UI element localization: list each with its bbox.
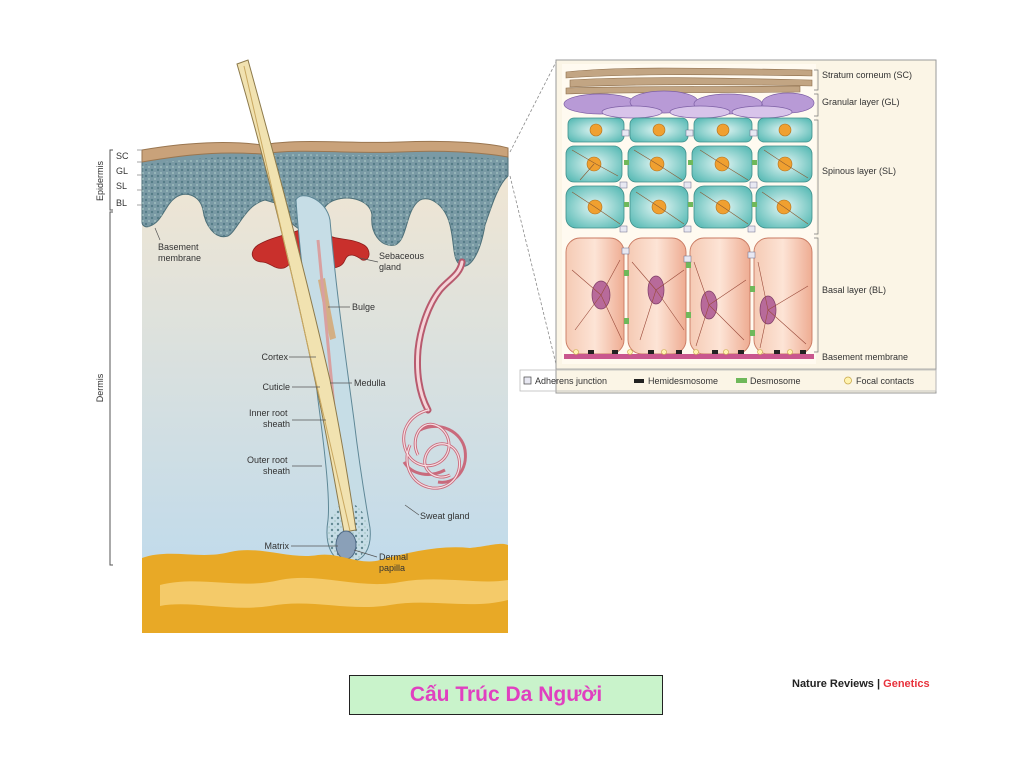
callout-basement-membrane: Basement membrane <box>158 242 201 263</box>
legend-item-desmosome: Desmosome <box>736 376 801 386</box>
dermal-papilla-shape <box>335 530 357 560</box>
inset-label-stratum-corneum: Stratum corneum (SC) <box>822 70 912 80</box>
inset-label-spinous-layer: Spinous layer (SL) <box>822 166 896 176</box>
source-credit: Nature Reviews | Genetics <box>792 678 930 690</box>
credit-source: Nature Reviews <box>792 678 874 690</box>
legend-item-focal-contacts: Focal contacts <box>844 376 915 386</box>
svg-text:Hemidesmosome: Hemidesmosome <box>648 376 718 386</box>
desmosome-swatch <box>736 378 747 383</box>
inset-adherens-junctions <box>619 129 758 263</box>
inset-granular-layer <box>563 90 815 119</box>
sweat-gland-duct-inner <box>416 260 464 412</box>
inset-spinous-filaments <box>571 149 809 225</box>
callout-medulla: Medulla <box>354 378 386 388</box>
callout-cuticle: Cuticle <box>262 382 290 392</box>
callout-outer-root-sheath: Outer root sheath <box>247 455 290 476</box>
subcutaneous-fat-highlight <box>160 577 508 608</box>
inset-basal-filaments <box>571 259 809 349</box>
hair-medulla-line <box>243 65 351 532</box>
inset-label-basement-membrane: Basement membrane <box>822 352 908 362</box>
legend-item-hemidesmosome: Hemidesmosome <box>634 376 718 386</box>
callout-cortex: Cortex <box>261 352 288 362</box>
dermis-bracket <box>109 211 113 566</box>
epidermis-label: Epidermis <box>95 160 105 201</box>
callout-leaders <box>154 227 420 558</box>
svg-text:Adherens junction: Adherens junction <box>535 376 607 386</box>
epidermis-bracket <box>109 149 113 211</box>
callout-dermal-papilla: Dermal papilla <box>379 552 411 573</box>
sweat-gland-coil-highlight <box>403 409 461 489</box>
inset-hemidesmosomes <box>588 350 806 354</box>
callout-matrix: Matrix <box>265 541 290 551</box>
callout-bulge: Bulge <box>352 302 375 312</box>
focal-contacts-swatch <box>844 376 852 385</box>
callout-sebaceous-gland: Sebaceous gland <box>379 251 427 272</box>
callout-inner-root-sheath: Inner root sheath <box>249 408 290 429</box>
legend-frame <box>519 369 937 392</box>
svg-text:Focal contacts: Focal contacts <box>856 376 915 386</box>
layer-label-bl: BL <box>116 198 127 208</box>
inset-basement-membrane <box>564 354 814 359</box>
epidermis-layer-ticks <box>137 149 142 206</box>
hemidesmosome-swatch <box>634 379 644 383</box>
credit-separator: | <box>873 678 884 690</box>
adherens-junction-swatch <box>523 376 532 385</box>
inset-legend: Adherens junction Hemidesmosome Desmosom… <box>519 368 937 392</box>
inset-layer-ticks <box>814 69 819 353</box>
epidermis-texture <box>142 154 508 267</box>
layer-label-sc: SC <box>116 151 129 161</box>
credit-journal: Genetics <box>883 678 930 690</box>
layer-label-sl: SL <box>116 181 127 191</box>
inset-label-basal-layer: Basal layer (BL) <box>822 285 886 295</box>
legend-item-adherens-junction: Adherens junction <box>523 376 607 386</box>
callout-sweat-gland: Sweat gland <box>420 511 470 521</box>
inset-label-granular-layer: Granular layer (GL) <box>822 97 900 107</box>
dermis-label: Dermis <box>95 373 105 402</box>
svg-text:Desmosome: Desmosome <box>750 376 801 386</box>
epidermis-inset: Stratum corneum (SC) Granular layer (GL)… <box>519 59 937 394</box>
caption-text: Cấu Trúc Da Người <box>409 683 603 706</box>
slide-caption: Cấu Trúc Da Người <box>349 675 663 715</box>
inset-desmosomes <box>624 160 757 336</box>
inset-zoom-lines <box>509 61 557 365</box>
inset-stratum-corneum <box>565 67 813 95</box>
layer-label-gl: GL <box>116 166 128 176</box>
inset-focal-contacts <box>573 349 793 355</box>
skin-cross-section: Epidermis Dermis SC GL SL BL Basement me… <box>95 59 509 633</box>
